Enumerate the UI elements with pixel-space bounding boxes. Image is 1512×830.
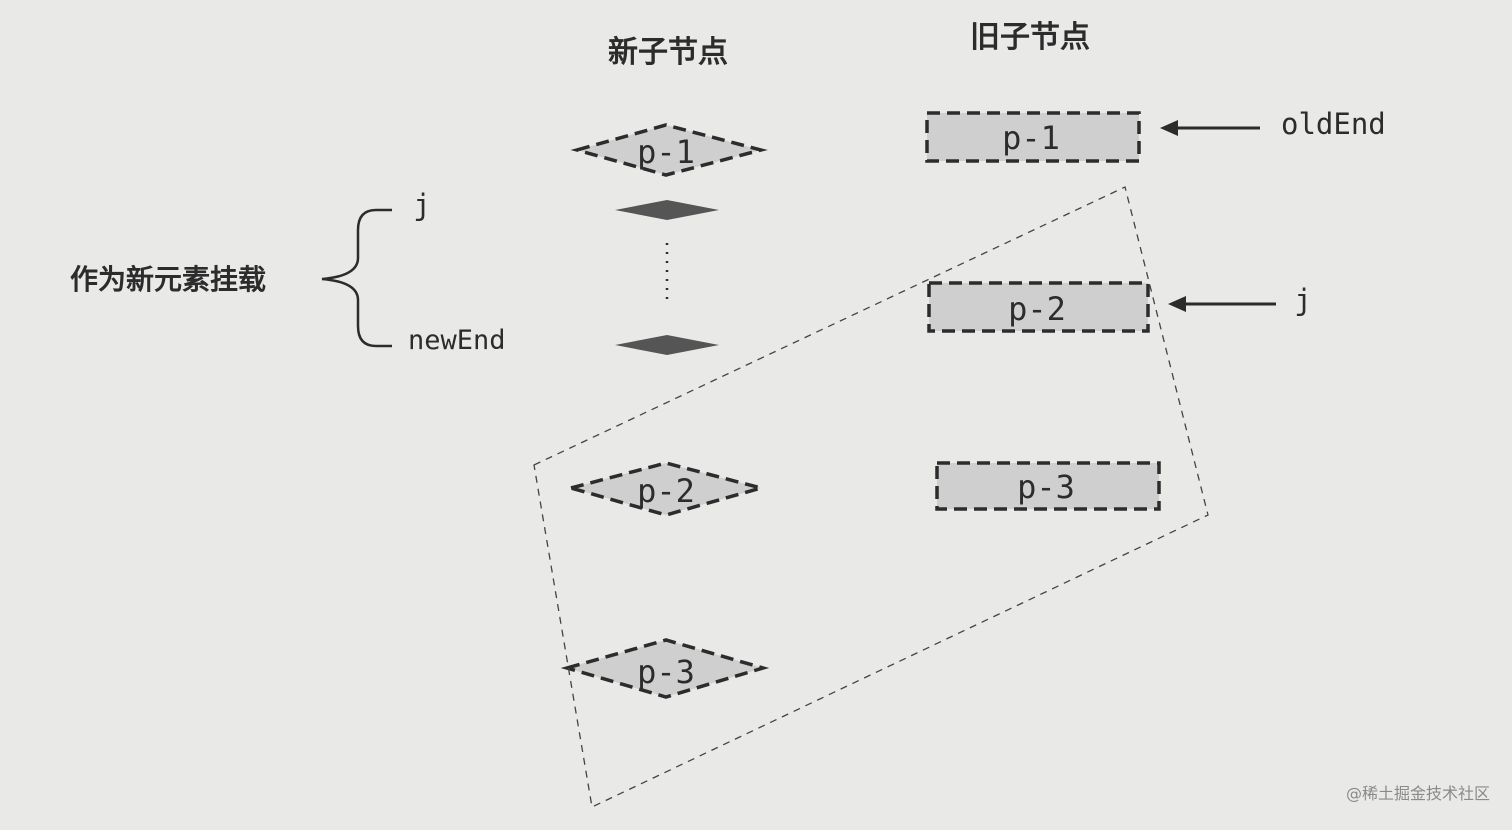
old-node-p2-label: p-2 — [1008, 290, 1066, 328]
oldend-pointer-label: oldEnd — [1281, 107, 1386, 141]
j-pointer-label-left: j — [413, 188, 430, 222]
mount-marker-j — [615, 200, 719, 220]
old-node-p1: p-1 — [925, 111, 1141, 163]
watermark: @稀土掘金技术社区 — [1345, 784, 1490, 803]
new-node-p2-label: p-2 — [637, 472, 695, 510]
new-children-header: 新子节点 — [608, 35, 728, 70]
brace — [321, 208, 392, 348]
old-node-p1-label: p-1 — [1002, 119, 1060, 157]
new-node-p3-label: p-3 — [637, 653, 695, 691]
old-node-p3-label: p-3 — [1017, 468, 1075, 506]
old-node-p3: p-3 — [935, 461, 1161, 511]
newend-pointer-label: newEnd — [408, 325, 506, 356]
j-pointer-arrow — [1168, 296, 1276, 312]
mount-as-new-label: 作为新元素挂载 — [70, 263, 266, 296]
new-node-p2: p-2 — [564, 461, 768, 517]
old-node-p2: p-2 — [927, 281, 1150, 333]
mount-marker-newend — [615, 335, 719, 355]
oldend-pointer-arrow — [1160, 120, 1260, 136]
new-node-p1-label: p-1 — [637, 133, 695, 171]
matched-region-outline — [533, 186, 1209, 808]
j-pointer-label-right: j — [1294, 283, 1311, 317]
new-node-p1: p-1 — [570, 123, 768, 177]
old-children-header: 旧子节点 — [970, 20, 1090, 55]
new-node-p3: p-3 — [560, 638, 770, 699]
